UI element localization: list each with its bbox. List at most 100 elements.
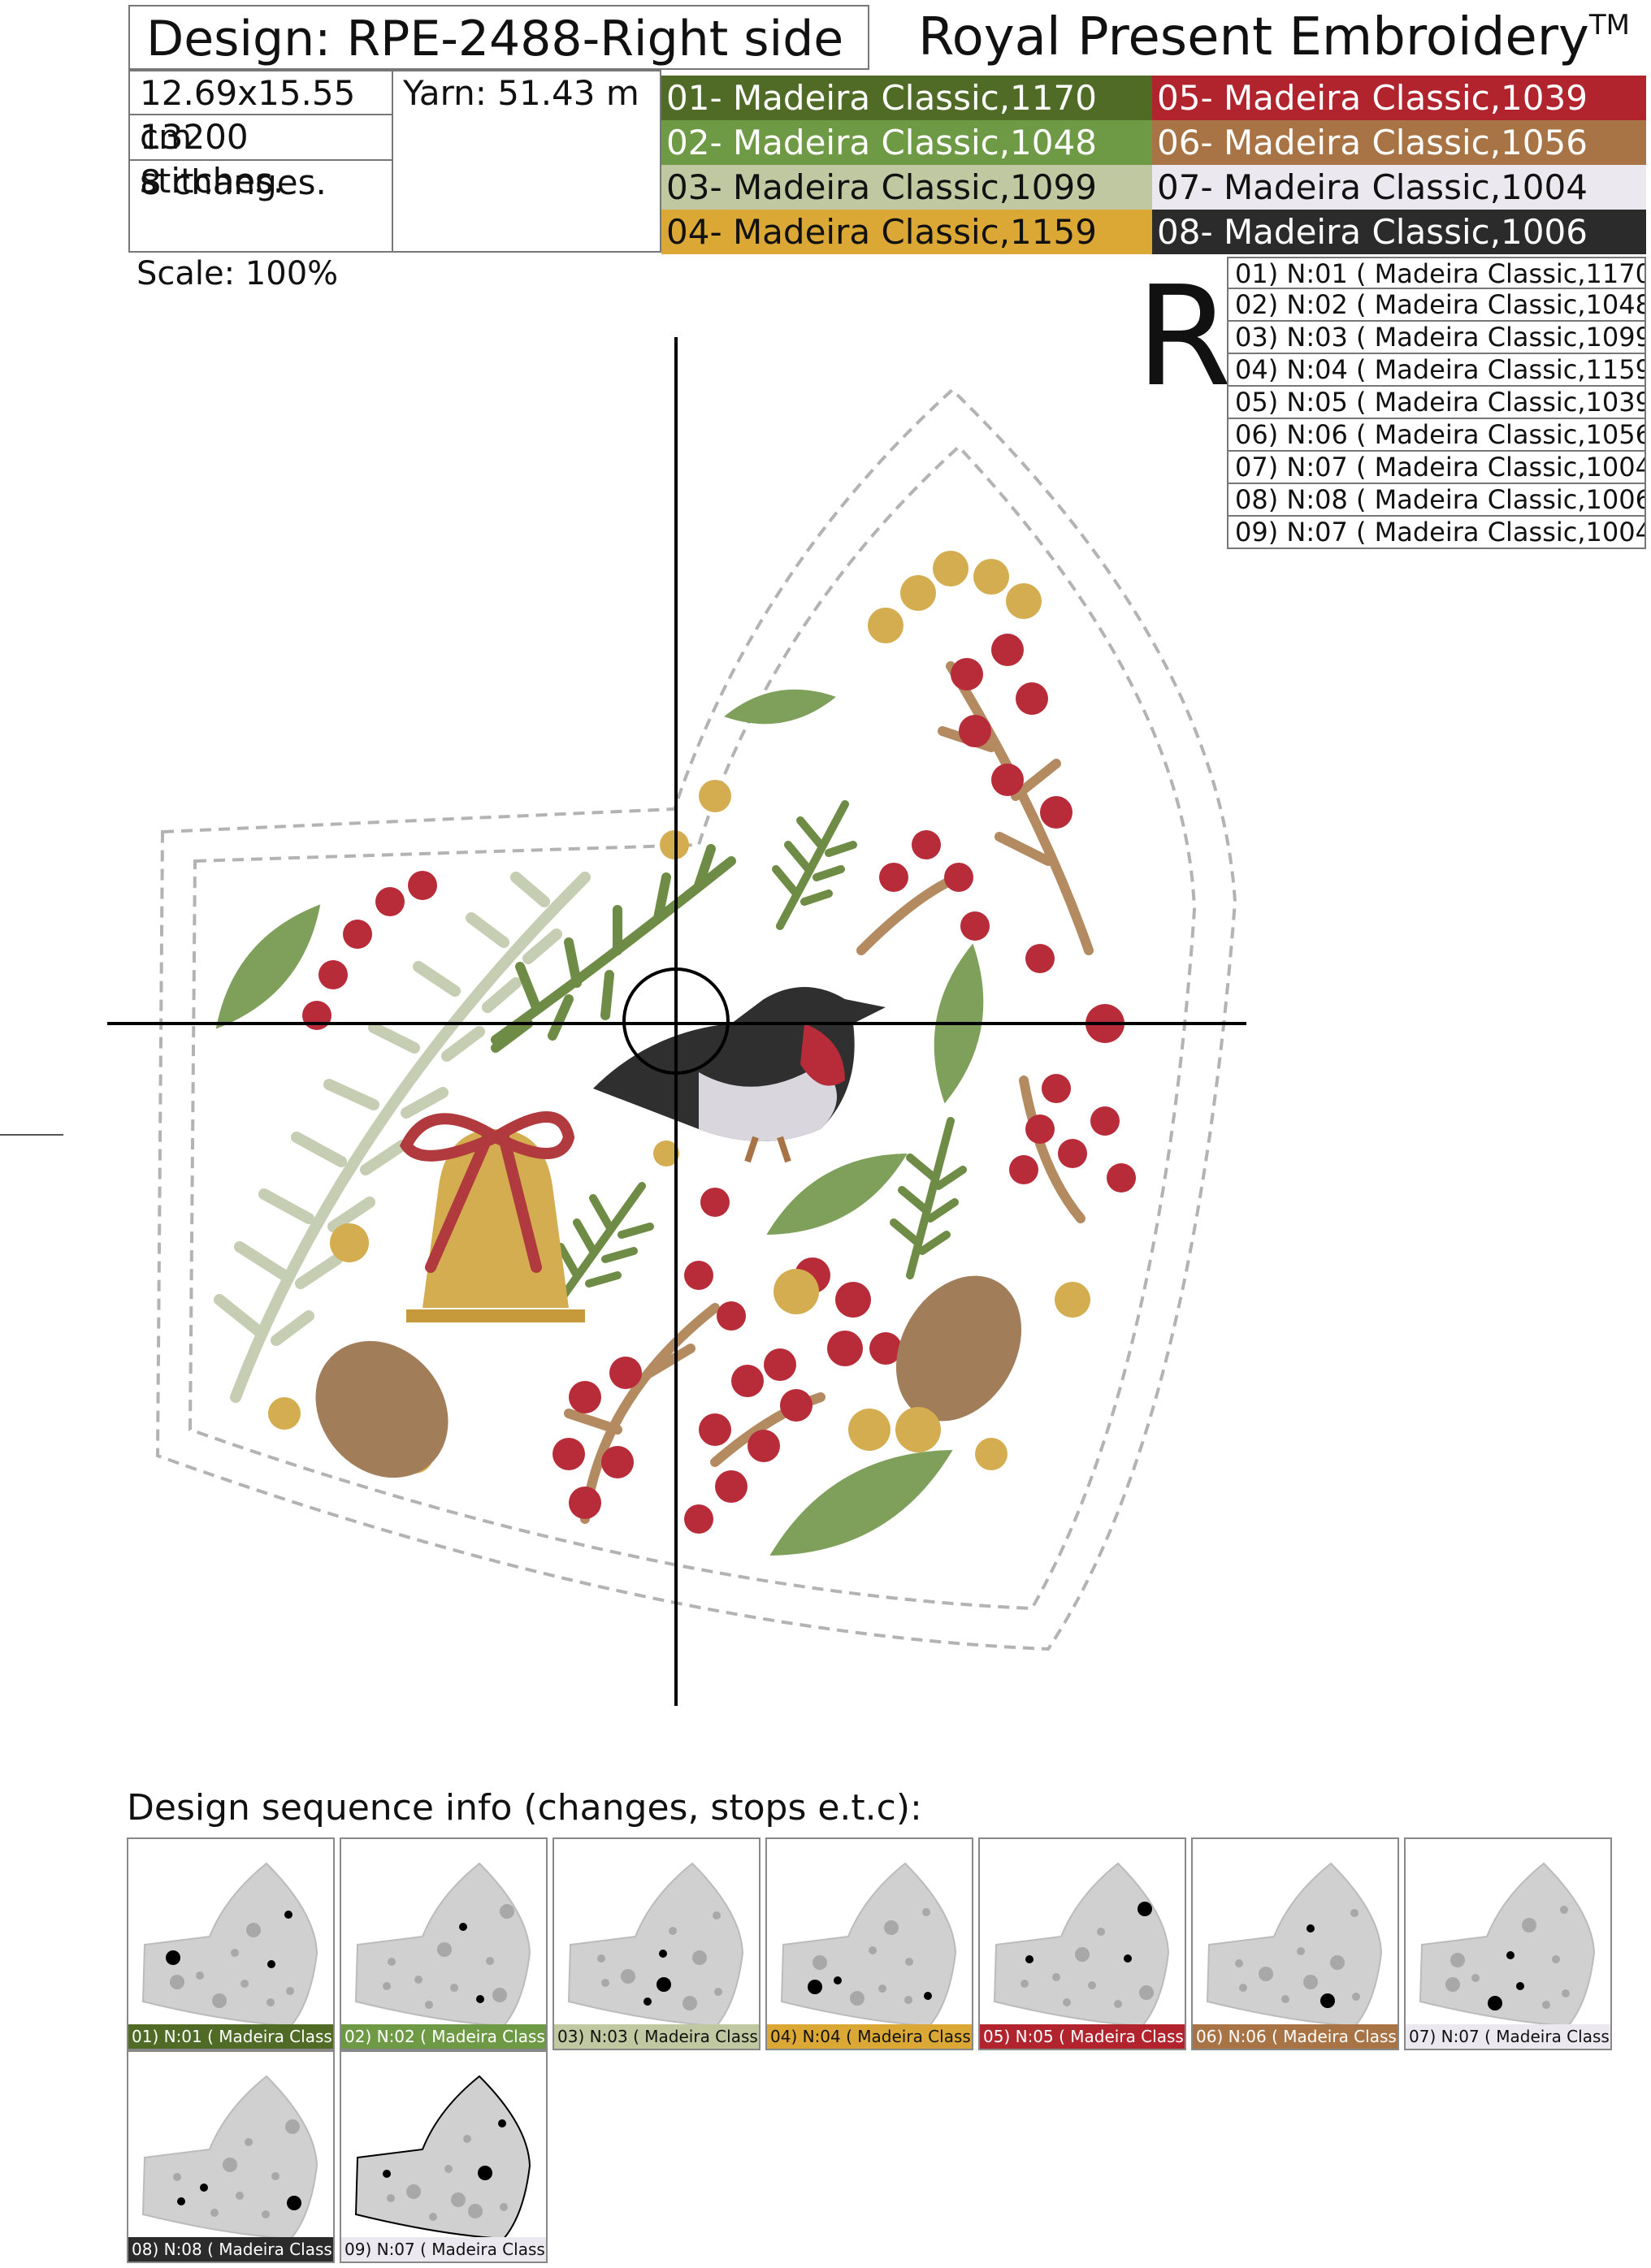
thumbnail-shape — [1075, 1947, 1090, 1962]
thumbnail-shape — [463, 2135, 471, 2143]
thumbnail-preview — [1206, 1862, 1383, 2028]
thumbnail-preview — [1419, 1862, 1596, 2028]
thumbnail-shape — [1330, 1955, 1345, 1970]
thumbnail-shape — [500, 1904, 514, 1919]
color-swatch: 06- Madeira Classic,1056 — [1152, 120, 1646, 165]
thumbnail-shape — [223, 2158, 237, 2172]
margin-tick — [0, 1134, 63, 1136]
thumbnail-shape — [450, 1984, 458, 1992]
thumbnail-shape — [1124, 1954, 1132, 1963]
thumbnail-outline — [354, 2075, 531, 2240]
thumbnail-shape — [597, 1954, 605, 1963]
thumbnail-shape — [1063, 1998, 1071, 2006]
info-stitches-cell: 13200 stitches. — [128, 114, 393, 201]
center-crosshair — [107, 337, 1246, 1706]
thumbnail-preview — [141, 2075, 318, 2240]
thumbnail-shape — [808, 1980, 822, 1994]
thumbnail-preview — [780, 1862, 957, 2028]
thumbnail-shape — [1114, 2000, 1122, 2008]
thumbnail-shape — [1445, 1977, 1460, 1992]
thumbnail-shape — [1560, 1906, 1568, 1914]
thumbnail-shape — [869, 1946, 877, 1954]
thumbnail-shape — [1450, 1953, 1465, 1967]
sequence-title: Design sequence info (changes, stops e.t… — [127, 1787, 922, 1829]
info-changes: 8 changes. — [140, 162, 327, 202]
thumbnail-shape — [262, 2210, 270, 2218]
thumbnail-shape — [904, 1996, 912, 2004]
thumbnail-shape — [500, 2203, 508, 2211]
color-swatch: 03- Madeira Classic,1099 — [661, 165, 1152, 210]
thumbnail-outline — [141, 1862, 318, 2028]
thumbnail-shape — [267, 1960, 275, 1968]
thumbnail-shape — [492, 1988, 507, 2002]
thumbnail-shape — [383, 1982, 391, 1990]
thumbnail-shape — [246, 1923, 261, 1937]
thumbnail-shape — [1025, 1955, 1034, 1963]
thumbnail-preview — [141, 1862, 318, 2028]
thumbnail-shape — [388, 1958, 396, 1966]
thumbnail-shape — [177, 2197, 185, 2205]
thumbnail-shape — [236, 2192, 244, 2200]
thumbnail-shape — [1281, 1995, 1289, 2003]
thumbnail-label: 04) N:04 ( Madeira Classic,1159) — [767, 2024, 972, 2049]
info-size-cell: 12.69x15.55 cm — [128, 70, 393, 157]
inner-outline — [188, 444, 1197, 1611]
thumbnail-shape — [1522, 1918, 1536, 1933]
trademark-mark: TM — [1588, 9, 1630, 41]
thumbnail-shape — [682, 1996, 697, 2010]
thumbnail-shape — [285, 2119, 300, 2134]
legend-row: 02) N:02 ( Madeira Classic,1048) — [1227, 289, 1646, 322]
thumbnail-shape — [1138, 1902, 1152, 1916]
thumbnail-shape — [196, 1972, 204, 1980]
gold-dots — [268, 551, 1090, 1474]
sequence-thumbnail: 08) N:08 ( Madeira Classic,1006) — [127, 2050, 335, 2263]
thumbnail-shape — [478, 2166, 492, 2180]
thumbnail-shape — [834, 1976, 842, 1984]
legend-row: 06) N:06 ( Madeira Classic,1056) — [1227, 419, 1646, 452]
thumbnail-outline — [1419, 1862, 1596, 2028]
thumbnail-outline — [567, 1862, 744, 2028]
color-swatch: 05- Madeira Classic,1039 — [1152, 76, 1646, 120]
thumbnail-label: 03) N:03 ( Madeira Classic,1099) — [554, 2024, 759, 2049]
thumbnail-shape — [451, 2192, 466, 2207]
thumbnail-shape — [200, 2184, 208, 2192]
thumbnail-label: 08) N:08 ( Madeira Classic,1006) — [128, 2237, 333, 2262]
scale-label: Scale: 100% — [136, 255, 339, 292]
thumbnail-label: 06) N:06 ( Madeira Classic,1056) — [1193, 2024, 1398, 2049]
color-swatch: 02- Madeira Classic,1048 — [661, 120, 1152, 165]
sequence-thumbnail: 02) N:02 ( Madeira Classic,1048) — [340, 1837, 548, 2050]
sequence-thumbnail: 03) N:03 ( Madeira Classic,1099) — [552, 1837, 760, 2050]
thumbnail-preview — [567, 1862, 744, 2028]
thumbnail-shape — [1235, 1959, 1243, 1967]
info-changes-cell: 8 changes. — [128, 159, 393, 253]
thumbnail-shape — [468, 2204, 483, 2218]
thumbnail-shape — [601, 1979, 609, 1987]
color-swatch: 04- Madeira Classic,1159 — [661, 210, 1152, 254]
sequence-thumbnail: 04) N:04 ( Madeira Classic,1159) — [765, 1837, 973, 2050]
thumbnail-shape — [498, 2119, 506, 2127]
robin-bird — [593, 987, 886, 1163]
thumbnail-shape — [429, 2213, 437, 2221]
sequence-thumbnail: 09) N:07 ( Madeira Classic,1004) — [340, 2050, 548, 2263]
thumbnail-shape — [486, 1957, 494, 1965]
side-letter: R — [1136, 257, 1233, 418]
legend-row: 08) N:08 ( Madeira Classic,1006) — [1227, 484, 1646, 517]
info-yarn: Yarn: 51.43 m — [403, 73, 639, 113]
outer-outline — [155, 387, 1237, 1651]
thumbnail-shape — [669, 1927, 677, 1935]
thumbnail-shape — [692, 1950, 707, 1965]
berry-branches — [564, 661, 1094, 1524]
thumbnail-shape — [714, 1988, 722, 1996]
sequence-thumbnail: 07) N:07 ( Madeira Classic,1004) — [1404, 1837, 1612, 2050]
thumbnail-outline — [1206, 1862, 1383, 2028]
thread-legend-list: 01) N:01 ( Madeira Classic,1170)02) N:02… — [1227, 257, 1646, 549]
thumbnail-shape — [1552, 1955, 1560, 1963]
thumbnail-shape — [1506, 1951, 1514, 1959]
sequence-thumbnail: 06) N:06 ( Madeira Classic,1056) — [1191, 1837, 1399, 2050]
thumbnail-shape — [459, 1923, 467, 1931]
thumbnail-outline — [993, 1862, 1170, 2028]
color-swatch: 01- Madeira Classic,1170 — [661, 76, 1152, 120]
color-swatch: 08- Madeira Classic,1006 — [1152, 210, 1646, 254]
thumbnail-shape — [383, 2170, 391, 2178]
thumbnail-shape — [621, 1969, 635, 1984]
